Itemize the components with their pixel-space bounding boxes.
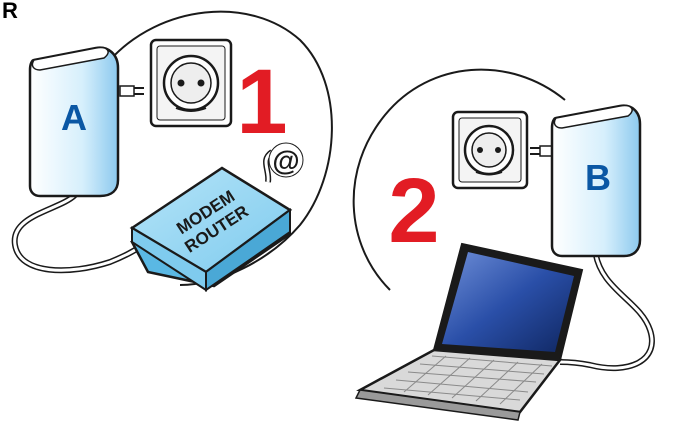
step-2-number: 2 [388,160,439,262]
powerline-adapter-b: B [530,106,640,256]
laptop-icon [356,244,582,420]
wall-socket-icon [151,40,231,126]
adapter-a-letter: A [61,97,87,138]
modem-router-icon: MODEM ROUTER [132,168,290,290]
adapter-plug-icon [120,86,144,96]
step-1-number: 1 [236,51,287,153]
adapter-b-letter: B [585,157,611,198]
wall-socket-icon [453,112,527,188]
internet-at-icon: @ [269,143,303,177]
powerline-adapter-a: A [30,48,144,196]
adapter-plug-icon [530,146,554,156]
svg-text:@: @ [272,145,299,176]
